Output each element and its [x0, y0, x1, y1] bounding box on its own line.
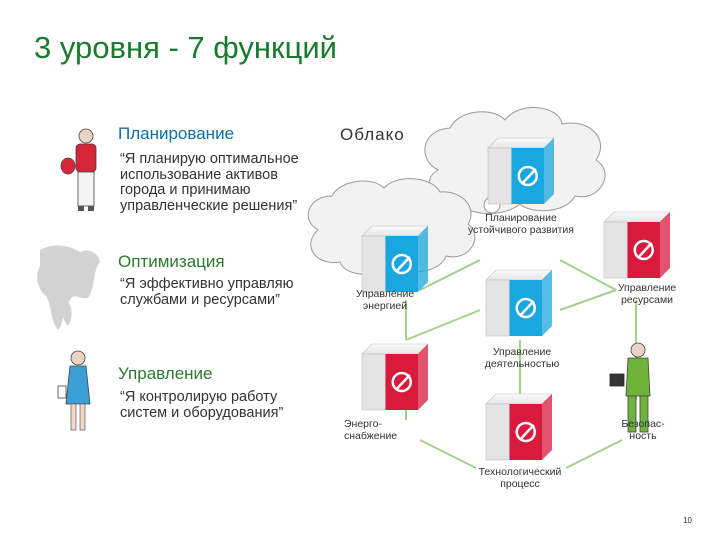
cube-resources: [603, 211, 671, 279]
tools-icon: [515, 297, 537, 319]
node-label-process: Технологический процесс: [478, 466, 562, 490]
level-optimization-title: Оптимизация: [118, 252, 225, 271]
world-map-icon: [37, 245, 100, 330]
page-number: 10: [683, 516, 692, 525]
planner-person-icon: [60, 128, 97, 211]
level-control-quote: “Я контролирую работу систем и оборудова…: [120, 389, 284, 421]
node-label-energy-management: Управление энергией: [355, 288, 415, 312]
wrench-gear-icon: [517, 165, 539, 187]
slide-title: 3 уровня - 7 функций: [34, 30, 337, 65]
cube-process: [485, 393, 553, 461]
manager-person-icon: [57, 350, 91, 431]
level-optimization-quote: “Я эффективно управляю службами и ресурс…: [120, 276, 294, 308]
node-label-resources: Управление ресурсами: [617, 282, 677, 306]
walking-person-icon: [515, 421, 537, 443]
puzzle-icon: [391, 253, 413, 275]
node-label-security: Безопас- ность: [621, 418, 665, 442]
cube-energy-management: [361, 225, 429, 293]
level-planning-quote: “Я планирую оптимальное использование ак…: [120, 151, 299, 214]
businessman-person-icon: [609, 342, 651, 433]
cloud-label: Облако: [340, 125, 405, 144]
cube-energy-supply: [361, 343, 429, 411]
node-label-energy-supply: Энерго- снабжение: [344, 418, 398, 442]
node-label-planning: Планирование устойчивого развития: [468, 212, 574, 236]
cube-planning: [487, 137, 555, 205]
hand-icon: [633, 239, 655, 261]
eye-icon: [391, 371, 413, 393]
cube-activity: [485, 269, 553, 337]
node-label-activity: Управление деятельностью: [484, 346, 560, 370]
level-control-title: Управление: [118, 364, 213, 383]
level-planning-title: Планирование: [118, 124, 235, 143]
